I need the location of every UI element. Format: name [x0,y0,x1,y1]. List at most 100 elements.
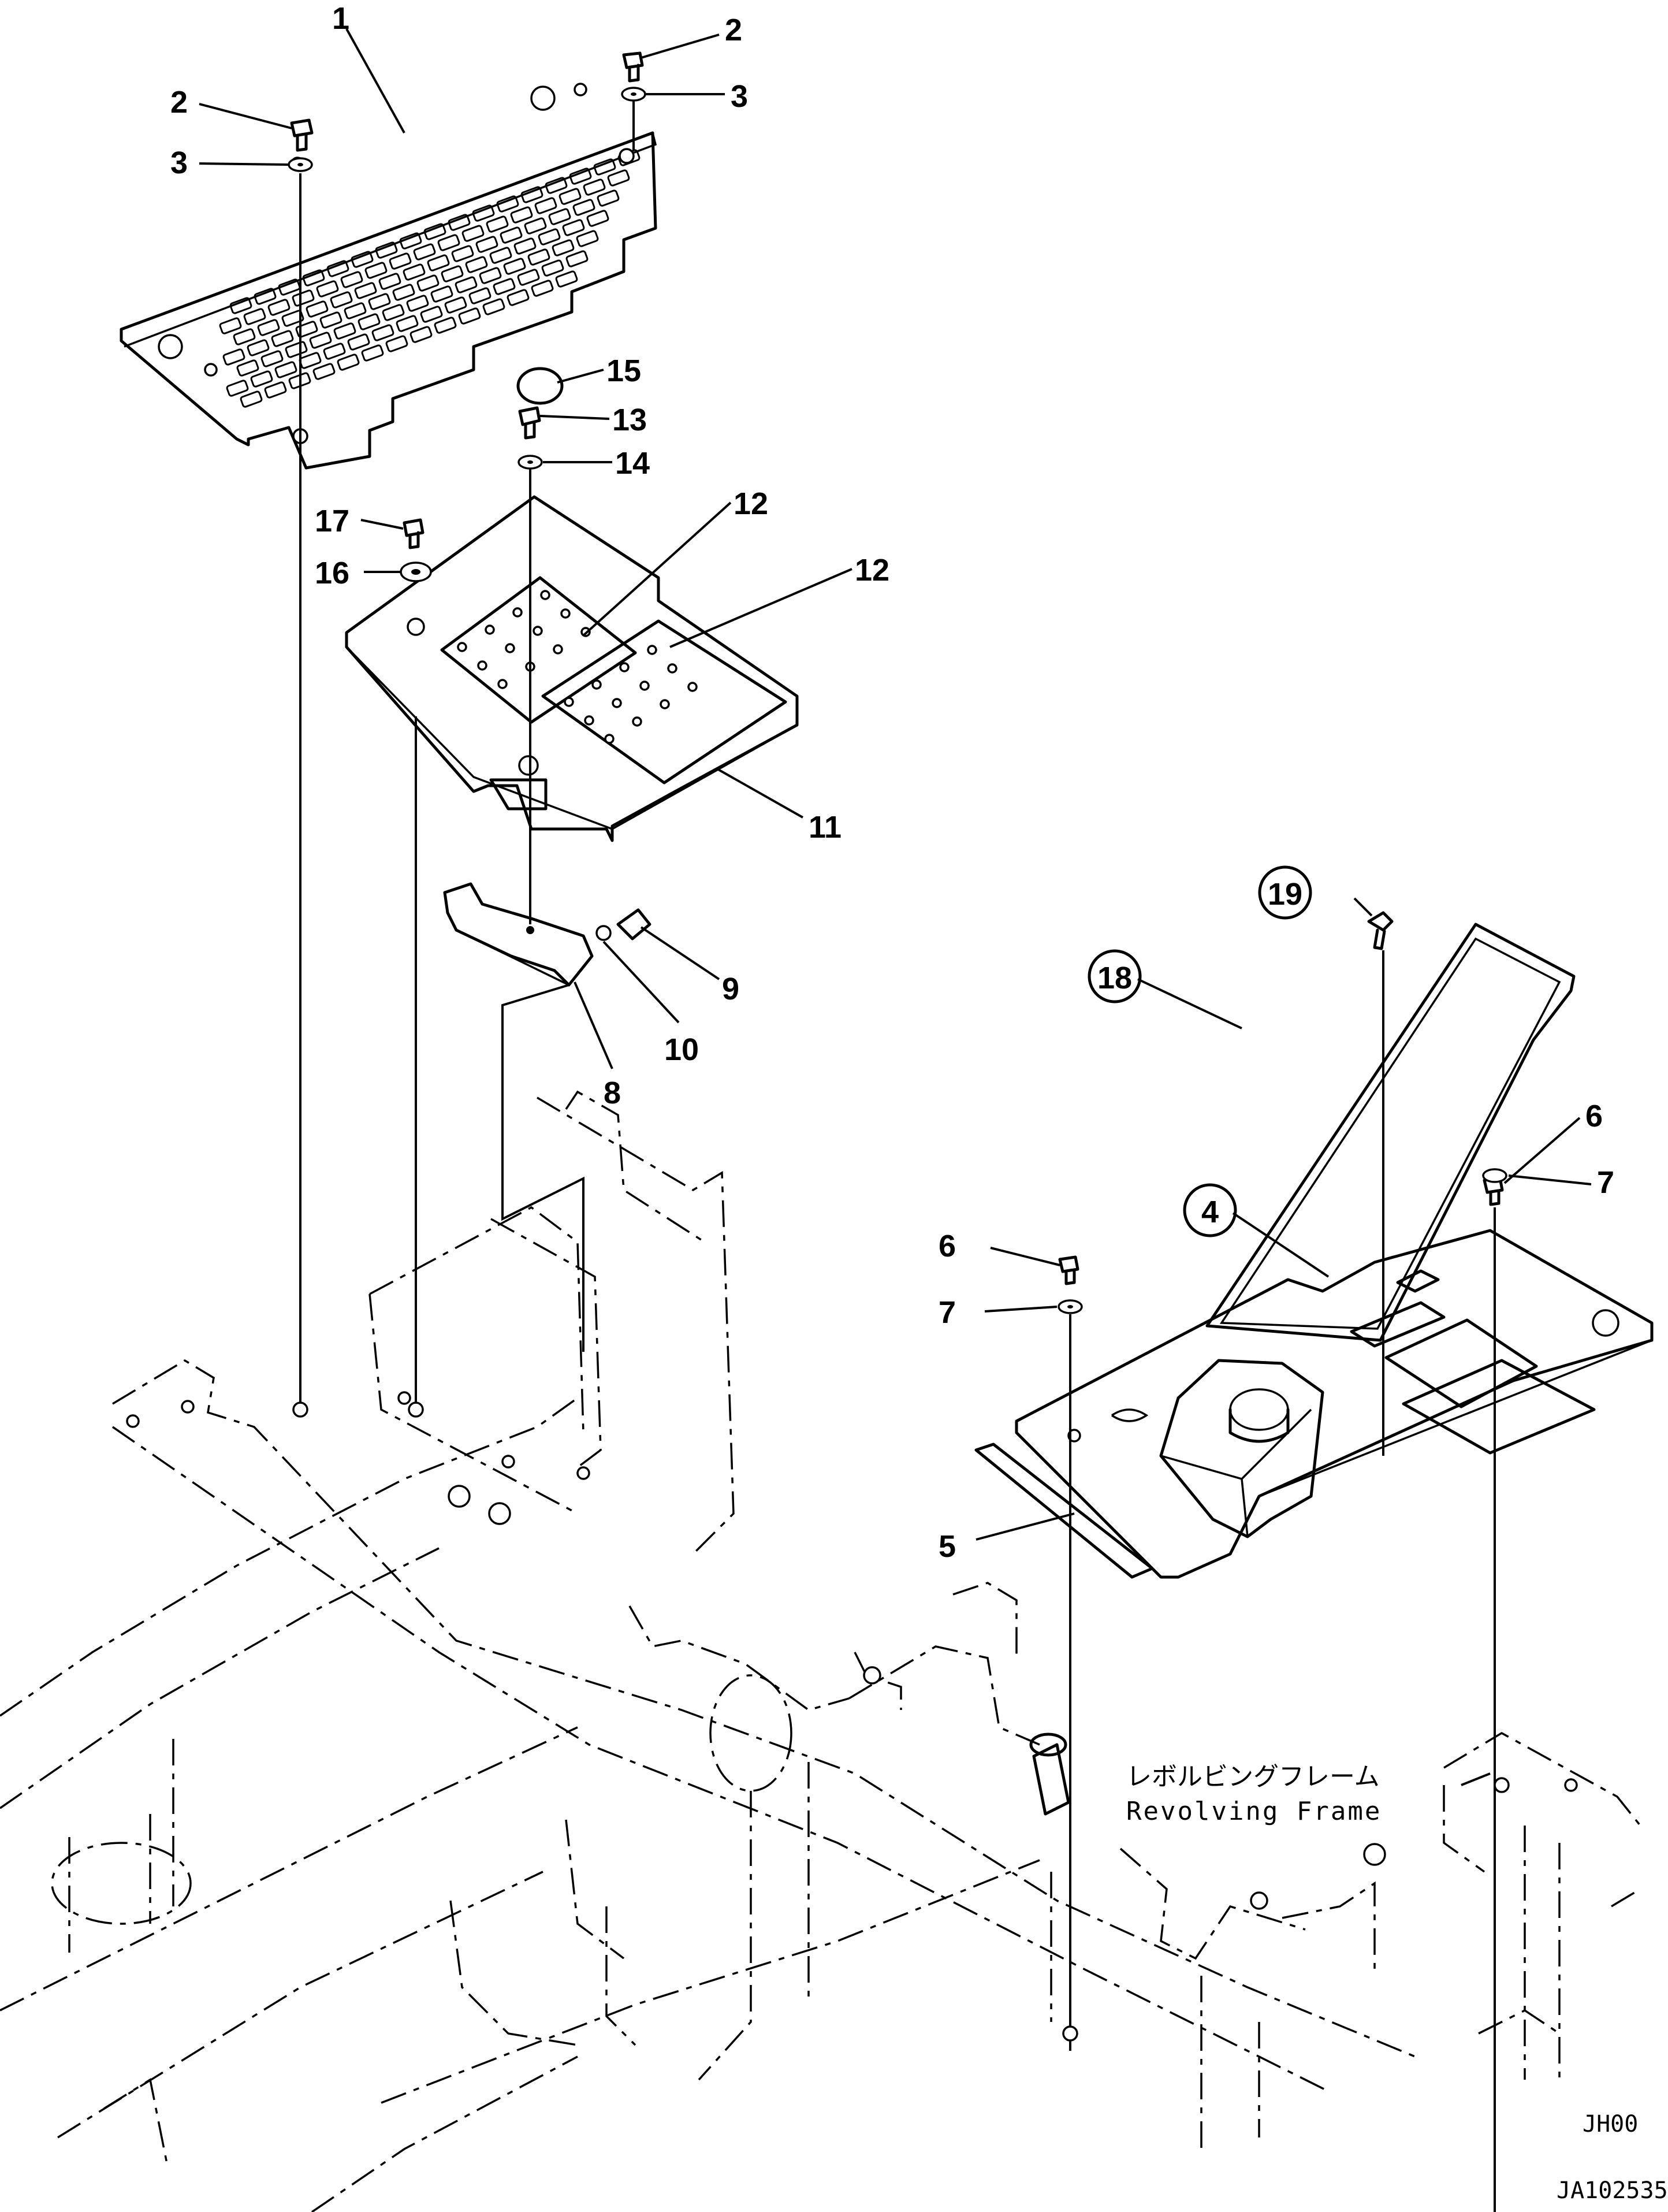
slot [292,289,315,307]
callout-1: 1 [332,1,349,36]
slot [548,208,571,225]
slot [444,296,467,314]
slot [572,199,595,216]
slot [247,339,270,356]
slot [309,332,332,349]
pad-hole [619,662,630,672]
slot [302,269,325,287]
slot [312,363,336,380]
callout-3-right: 3 [731,79,748,114]
pad-hole [505,643,515,653]
slot [482,298,505,315]
slot [565,250,589,267]
slot [458,307,481,325]
pad-hole [457,642,467,652]
callout-13: 13 [612,403,647,437]
slot [330,291,353,308]
slot [489,247,512,264]
frame-label-japanese: レボルビングフレーム [1126,1762,1380,1791]
frame-label-english: Revolving Frame [1126,1797,1382,1826]
slot [441,265,464,282]
slot [479,267,502,284]
slot [319,311,342,329]
callout-7-left: 7 [939,1295,956,1330]
slot [513,237,537,255]
slot [240,391,263,408]
slot [555,270,578,288]
slot [493,278,516,295]
slot [340,271,363,288]
slot [344,302,367,319]
callout-6-left: 6 [939,1229,956,1263]
drawing-code: JH00 [1583,2111,1638,2137]
cover-plate-part-1 [120,83,657,470]
callout-16: 16 [315,556,349,590]
slot [219,317,242,334]
slot [351,251,374,268]
slot [271,330,294,347]
slot [420,306,443,323]
slot [517,269,540,286]
frame-label: レボルビングフレーム Revolving Frame [1126,1762,1382,1826]
pad-hole [497,679,508,689]
pad-hole [584,715,594,726]
callout-8: 8 [604,1076,621,1110]
slot [434,317,457,334]
slot [527,248,550,266]
callout-14: 14 [615,446,650,481]
leader-lines [199,28,1592,1786]
slot [545,177,568,194]
slot [503,258,526,275]
slot [274,361,297,378]
slot [368,293,391,310]
slot [538,228,561,246]
pad-hole [632,716,642,727]
pad-hole [667,663,677,674]
slot [559,188,582,205]
assembly-axis-lines [299,101,1496,2212]
slot [385,335,408,352]
pad-hole [660,699,670,709]
slot [347,333,370,351]
slot [430,285,453,303]
slot [461,225,485,242]
slot [583,179,606,196]
slot [264,381,287,399]
slot [378,273,401,290]
svg-text:4: 4 [1201,1195,1219,1229]
slot [288,372,311,389]
slot [326,260,349,277]
slot [267,299,291,316]
slot [371,324,394,341]
svg-text:19: 19 [1268,877,1302,912]
pad-hole [533,626,543,636]
slot [597,189,620,207]
slot [423,223,446,240]
slot [285,341,308,358]
slot [316,280,339,298]
slot [437,234,460,251]
svg-text:18: 18 [1097,961,1132,995]
slot [323,343,346,360]
callout-10: 10 [664,1032,699,1067]
pad-hole [564,697,574,707]
pad-hole [591,679,602,690]
callout-2-left: 2 [170,85,188,120]
slot [416,274,440,292]
slot [254,288,277,305]
slot [475,236,498,253]
slot [396,315,419,332]
slot [250,370,273,388]
pad-hole [560,608,571,619]
pad-hole [612,698,622,708]
slot [586,210,609,227]
callout-4: 4 [1183,1183,1237,1237]
slot [496,195,519,213]
pad-holes [457,590,698,744]
callout-11: 11 [809,810,842,845]
slot [375,241,398,259]
callout-2-right: 2 [725,13,742,47]
slot [510,206,533,224]
pad-hole [540,590,550,600]
